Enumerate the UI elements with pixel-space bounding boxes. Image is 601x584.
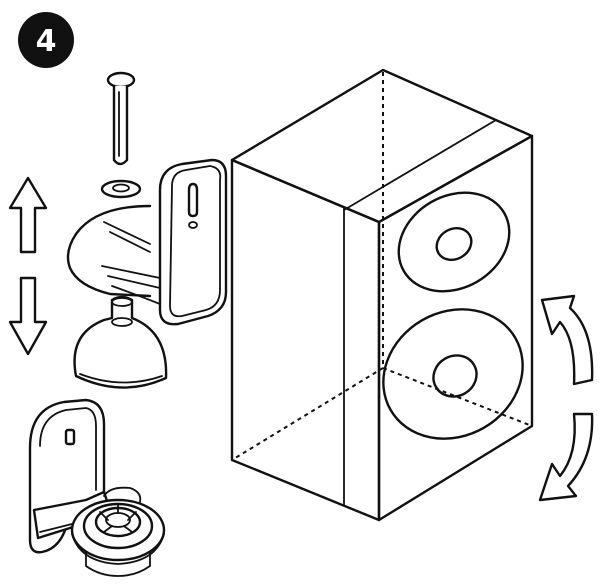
washer-icon <box>100 179 142 199</box>
step-number: 4 <box>36 24 57 59</box>
dome-piece <box>73 295 168 389</box>
woofer <box>382 308 524 440</box>
lower-bracket <box>28 398 166 577</box>
rotate-down-arrow-icon <box>538 412 594 502</box>
step-badge-circle <box>18 12 74 68</box>
down-arrow-icon <box>8 276 48 356</box>
step-badge: 4 <box>18 12 74 68</box>
tweeter <box>397 191 511 293</box>
upper-bracket <box>66 158 228 326</box>
up-arrow-icon <box>8 176 48 254</box>
speaker-cabinet <box>230 68 534 522</box>
rotate-up-arrow-icon <box>540 294 594 386</box>
screw-icon <box>106 71 136 166</box>
